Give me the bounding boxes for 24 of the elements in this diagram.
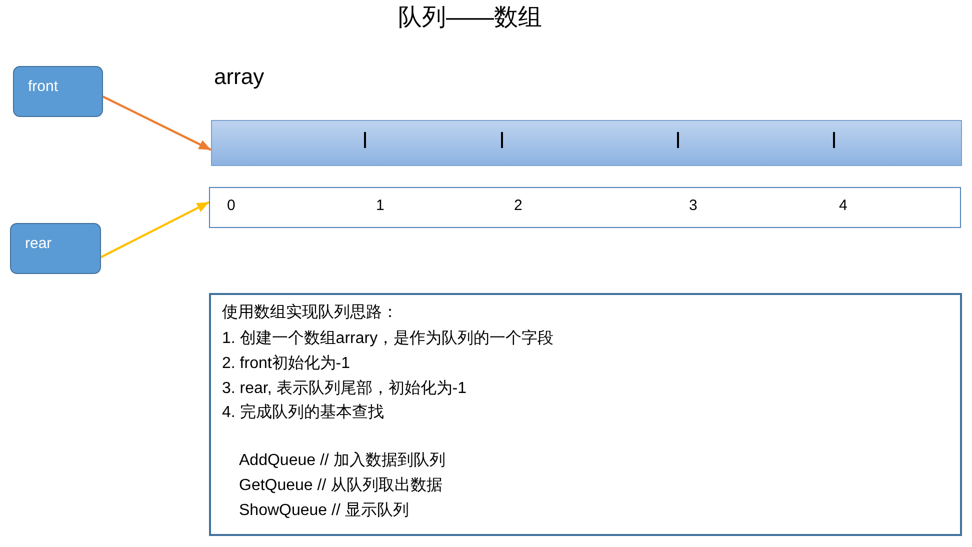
pointer-label: front (28, 78, 58, 96)
index-row (209, 187, 961, 228)
method-text: ShowQueue // 显示队列 (239, 501, 409, 521)
step-text: 4. 完成队列的基本查找 (222, 403, 384, 423)
method-text: GetQueue // 从队列取出数据 (239, 476, 443, 496)
array-caption: array (214, 63, 264, 91)
step-text: 3. rear, 表示队列尾部，初始化为-1 (222, 379, 466, 399)
index-number: 3 (689, 197, 698, 215)
pointer-box (10, 223, 101, 274)
pointer-box (13, 66, 103, 117)
notes-panel (209, 293, 962, 536)
array-bar (211, 120, 962, 166)
arrow (100, 201, 210, 258)
pointer-label: rear (25, 235, 52, 253)
index-number: 2 (514, 197, 522, 215)
index-number: 0 (227, 197, 236, 215)
diagram-title: 队列——数组 (398, 3, 542, 33)
arrow (102, 96, 212, 151)
step-text: 1. 创建一个数组arrary，是作为队列的一个字段 (222, 329, 554, 349)
step-text: 2. front初始化为-1 (222, 354, 350, 374)
index-number: 4 (839, 197, 848, 215)
index-number: 1 (376, 197, 384, 215)
method-text: AddQueue // 加入数据到队列 (239, 451, 446, 471)
notes-heading: 使用数组实现队列思路： (222, 303, 398, 323)
